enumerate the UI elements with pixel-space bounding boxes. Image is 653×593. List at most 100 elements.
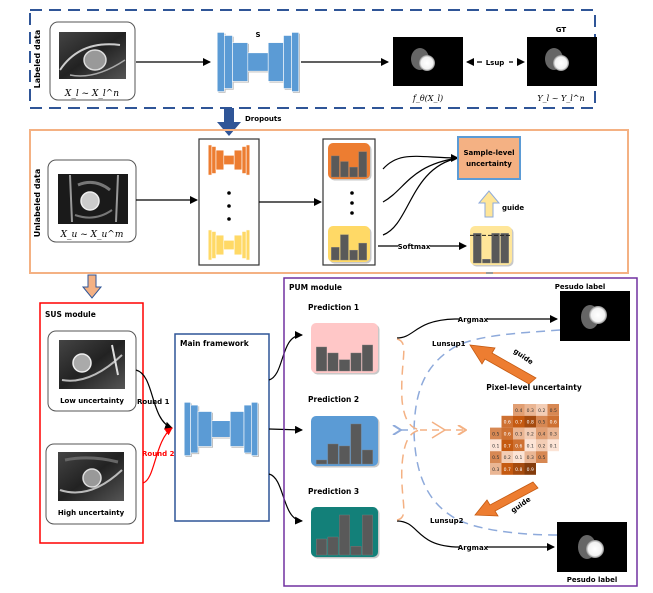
gt-label: GT	[556, 26, 567, 34]
heatmap-cell	[524, 439, 536, 452]
softmax-label: Softmax	[398, 243, 431, 251]
vertical-ellipsis-icon-2	[350, 191, 354, 215]
heatmap-cell-value: 0.1	[492, 443, 499, 449]
dropout-network-orange-icon	[207, 144, 251, 176]
heatmap-cell-value: 0.3	[550, 432, 557, 438]
arrow-to-prediction3	[268, 473, 303, 525]
histogram-bar	[482, 259, 491, 264]
pseudo-label-bottom-image	[557, 522, 627, 572]
gt-caption: Y_l ~ Y_l^n	[537, 94, 584, 103]
down-arrow-to-sus	[81, 274, 103, 299]
round2-label: Round 2	[142, 450, 175, 458]
heatmap-cell-value: 0.6	[515, 443, 522, 449]
argmax-top-label-bg	[459, 315, 487, 324]
pum-module-title: PUM module	[289, 283, 342, 292]
sus-module: SUS module Low uncertainty High uncertai…	[39, 302, 175, 544]
heatmap-cell-value: 0.4	[538, 432, 545, 438]
orange-chevron	[431, 421, 447, 439]
prediction-caption: f_θ(X_l)	[412, 94, 443, 103]
heatmap-cell-value: 0.2	[538, 408, 545, 414]
heatmap-cell-value: 0.5	[492, 455, 499, 461]
histogram-bar	[331, 155, 340, 178]
network-block	[267, 42, 284, 82]
labeled-input-caption: X_l ~ X_l^n	[64, 89, 119, 99]
heatmap-cell-value: 0.3	[527, 455, 534, 461]
heatmap-cell	[547, 427, 559, 440]
heatmap-cell	[524, 463, 536, 475]
heatmap-cell	[547, 415, 559, 428]
histogram-bar	[358, 151, 367, 178]
heatmap-cell-value: 0.1	[527, 443, 534, 449]
heatmap-cell-value: 0.8	[527, 420, 534, 426]
network-block	[241, 146, 247, 174]
network-block	[216, 32, 225, 92]
orange-dashed-curve-bottom	[396, 429, 421, 521]
argmax-bottom-arrow	[396, 520, 555, 551]
pseudo-label-top-image	[560, 291, 630, 341]
labeled-data-panel: Labeled data X_l ~ X_l^n S f_θ(X_l) Lsup…	[29, 9, 597, 109]
heatmap-cell	[536, 451, 548, 463]
prediction2-label: Prediction 2	[308, 395, 359, 404]
heatmap-cell-value: 0.2	[527, 432, 534, 438]
heatmap-cell	[536, 404, 548, 416]
pseudo-label-bottom-title: Pesudo label	[567, 576, 618, 584]
heatmap-cell-value: 0.7	[515, 420, 522, 426]
histogram-bar	[362, 514, 373, 556]
prediction3-histogram	[311, 507, 380, 559]
histogram-bar	[316, 538, 327, 556]
network-block	[207, 229, 213, 261]
histogram-bar	[349, 249, 358, 261]
argmax-top-arrow	[396, 315, 558, 339]
softmax-tick	[486, 272, 493, 274]
network-block	[190, 404, 199, 454]
network-block	[291, 32, 300, 92]
prediction-mask-image	[393, 37, 463, 86]
heatmap-cell-value: 0.4	[515, 408, 522, 414]
prediction1-histogram	[311, 323, 380, 375]
student-network-icon	[216, 32, 300, 93]
heatmap-cell	[547, 404, 559, 416]
heatmap-cell-value: 0.1	[550, 443, 557, 449]
vertical-ellipsis-icon	[227, 191, 231, 221]
heatmap-cell	[490, 439, 502, 452]
network-block	[245, 144, 251, 176]
network-block	[241, 231, 247, 259]
heatmap-cell	[536, 439, 548, 452]
network-block	[207, 144, 213, 176]
histogram-bar	[339, 445, 350, 465]
heatmap-cell-value: 0.3	[527, 408, 534, 414]
unlabeled-panel-border	[29, 129, 629, 274]
histogram-bar	[316, 346, 327, 372]
heatmap-cell	[524, 451, 536, 463]
arrow-to-prediction2	[268, 425, 303, 434]
network-block	[197, 411, 213, 447]
network-block	[243, 404, 252, 454]
network-s-label: S	[255, 31, 260, 39]
heatmap-cell	[513, 451, 525, 463]
network-block	[183, 402, 191, 456]
network-block	[283, 35, 292, 89]
histogram-bar	[362, 449, 373, 465]
network-block	[229, 411, 245, 447]
prediction2-histogram	[311, 416, 380, 468]
guide-top-label: guide	[512, 347, 535, 366]
heatmap-cell	[513, 404, 525, 416]
heatmap-cell-value: 0.6	[550, 420, 557, 426]
softmax-label-bg	[398, 241, 430, 251]
histogram-bar	[362, 344, 373, 372]
heatmap-cell-value: 0.7	[504, 467, 511, 473]
network-block	[215, 234, 225, 256]
network-block	[232, 42, 249, 82]
heatmap-cell-value: 0.5	[550, 408, 557, 414]
main-framework: Main framework	[174, 331, 303, 525]
heatmap-cell-value: 0.1	[515, 455, 522, 461]
unlabeled-data-panel: Unlabeled data X_u ~ X_u^m	[29, 129, 629, 274]
lunsup2-label: Lunsup2	[430, 517, 464, 525]
argmax-bottom-label-bg	[459, 543, 487, 552]
heatmap-cell-value: 0.6	[504, 432, 511, 438]
histogram-bar	[473, 233, 482, 264]
heatmap-cell-value: 0.6	[504, 420, 511, 426]
histogram-bar	[500, 233, 509, 264]
